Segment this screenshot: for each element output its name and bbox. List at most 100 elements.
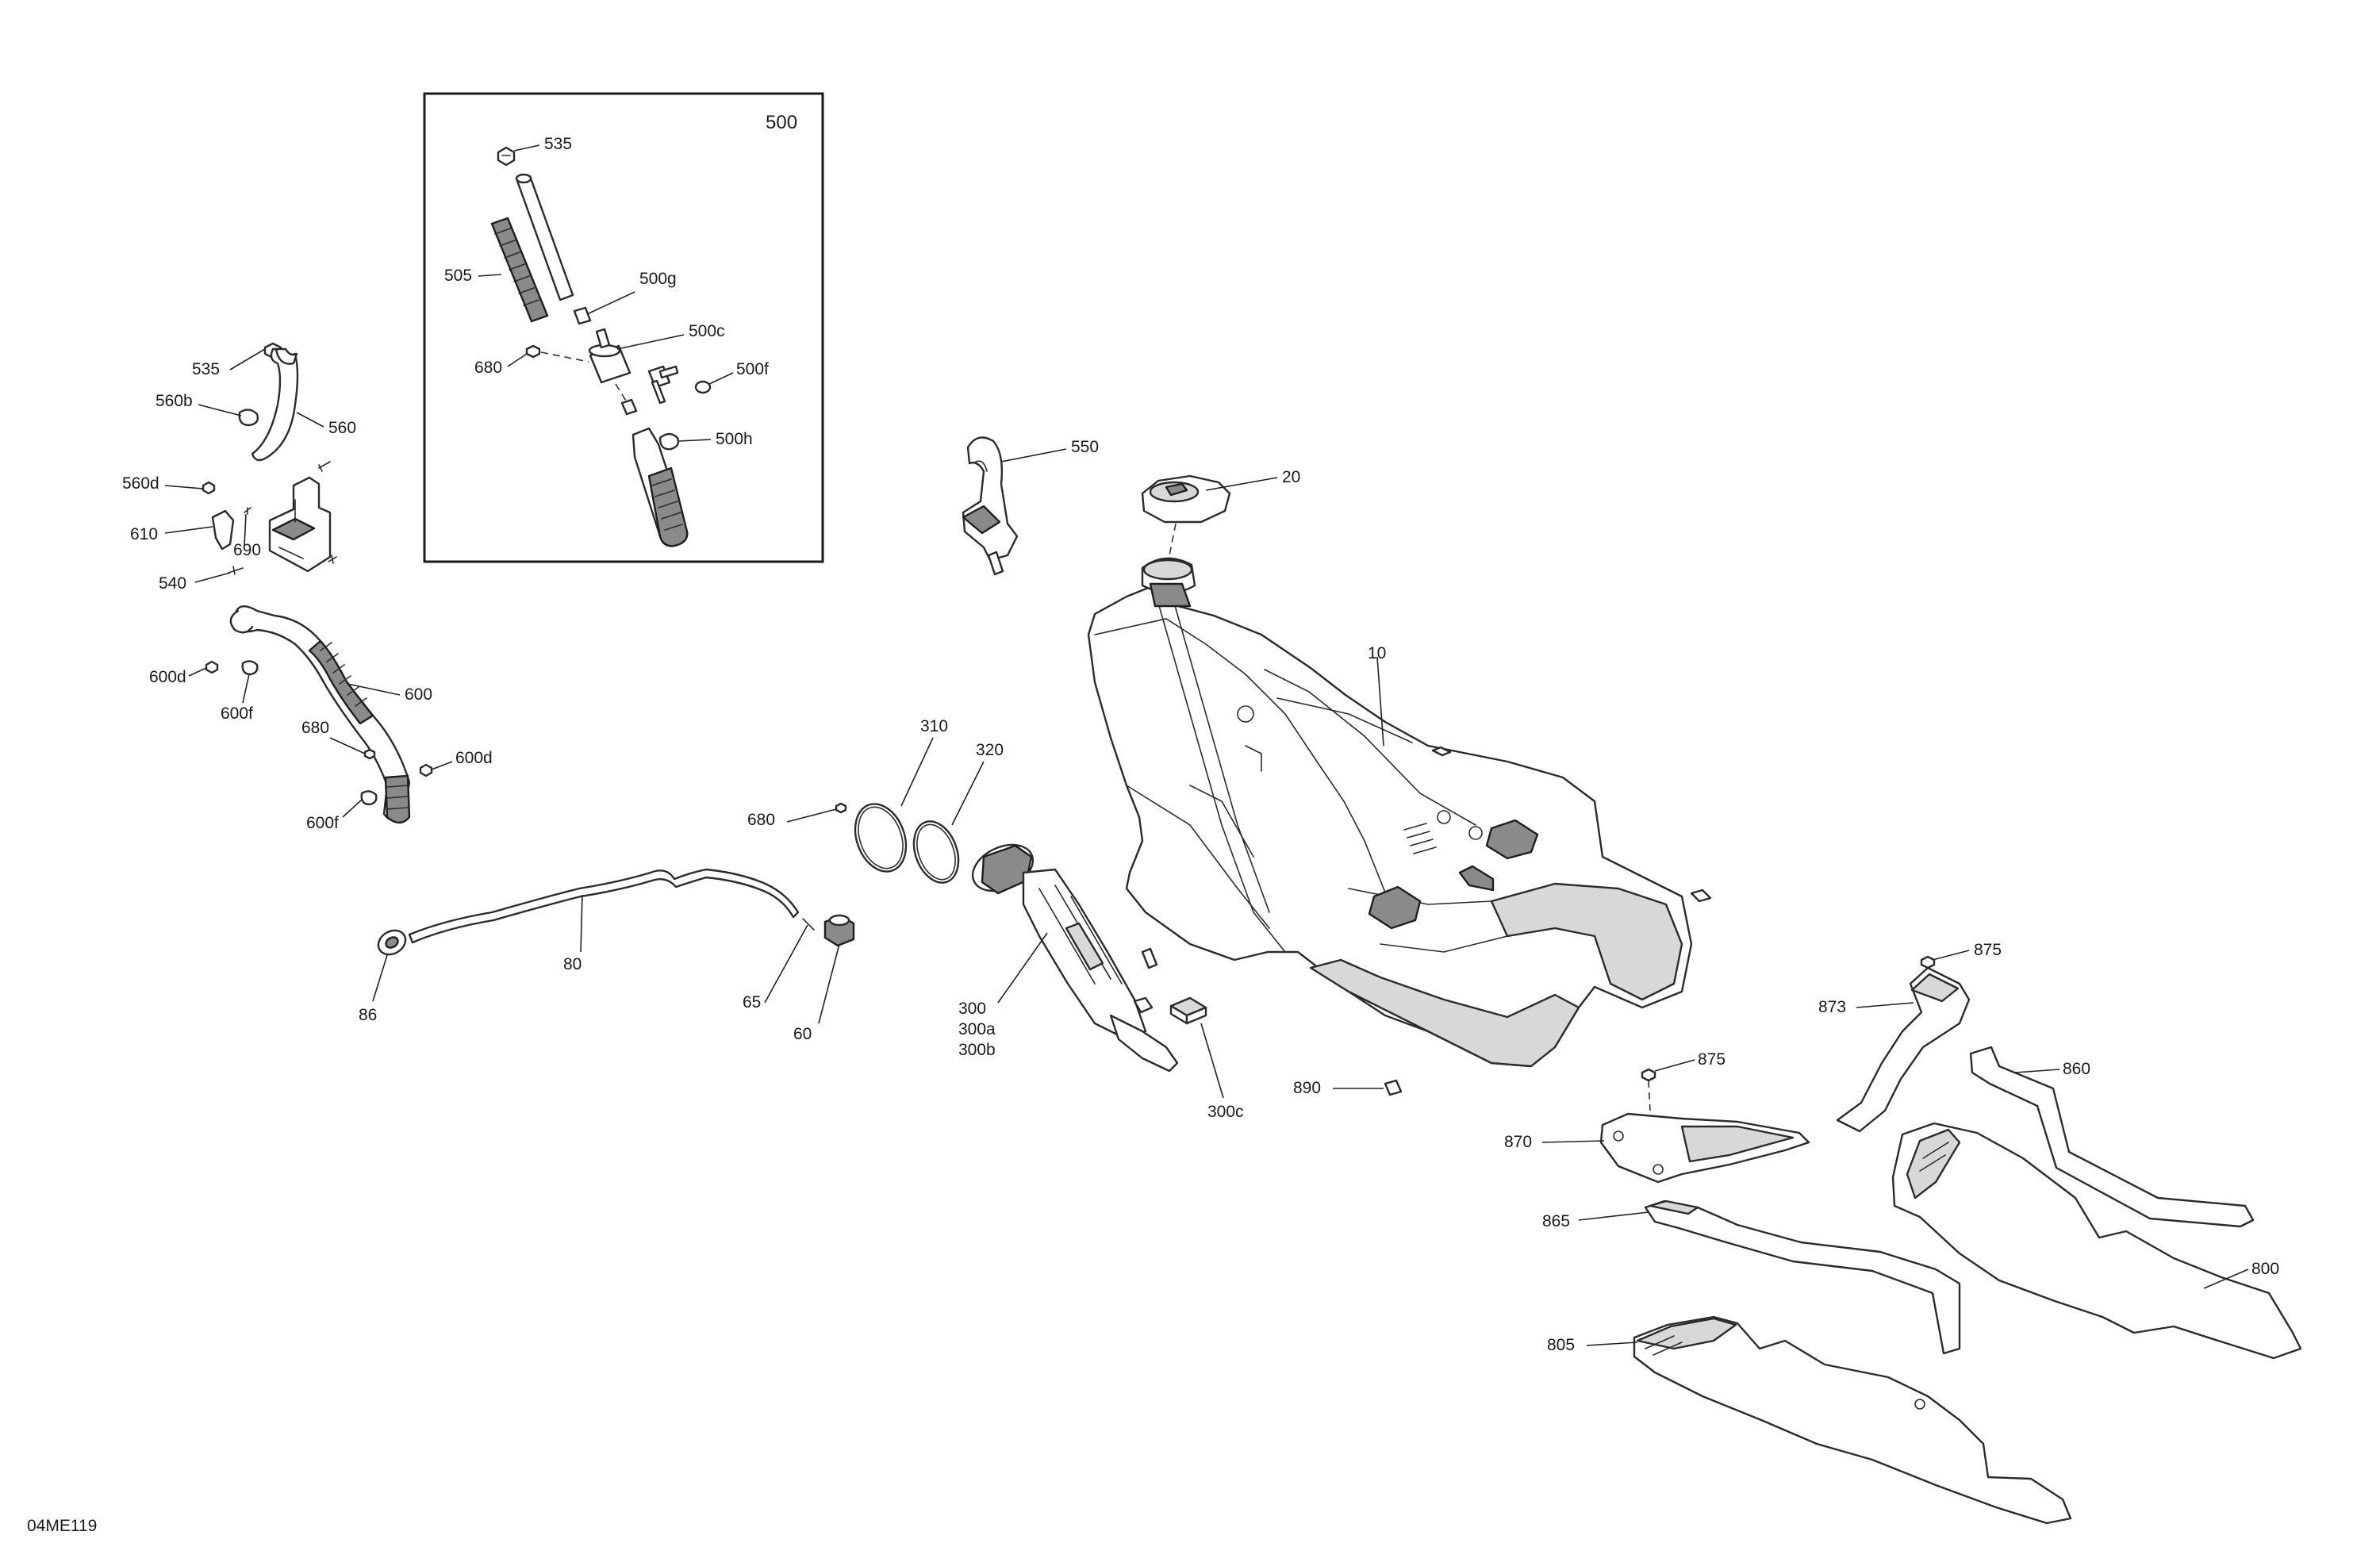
part-300c-sender-float: 300c [1169,996,1244,1121]
callout-505: 505 [444,267,472,285]
part-inset-tube [515,173,574,301]
callout-890: 890 [1293,1079,1321,1097]
callout-86: 86 [359,1006,377,1024]
leader-600f-a [242,674,250,704]
part-screw-right [328,555,337,564]
leader-320 [951,761,985,826]
callout-873: 873 [1818,998,1846,1016]
part-560b-clamp [238,409,259,427]
part-873-bracket: 873 [1818,966,1971,1133]
part-875-screw-upper: 875 [1920,941,2002,969]
part-680-inset-screw [525,344,589,363]
callout-65: 65 [743,993,761,1011]
part-690-screw [244,507,251,515]
callout-550: 550 [1071,438,1099,456]
part-300-fuel-pump-module: 300 300a 300b [958,843,1179,1073]
leader-540 [194,572,231,583]
callout-680-inset: 680 [474,359,502,377]
callout-610: 610 [130,525,158,543]
leader-535-inset [513,144,540,152]
part-screw-upper [318,461,331,472]
part-550-bracket: 550 [962,436,1099,576]
callout-80: 80 [563,955,582,973]
leader-20 [1205,477,1278,491]
callout-20: 20 [1282,468,1300,486]
callout-600f-a: 600f [221,704,253,723]
callout-560: 560 [328,419,356,437]
callout-805: 805 [1547,1336,1575,1354]
leader-10 [1376,656,1384,747]
part-805-skid-plate: 805 [1547,1315,2072,1525]
part-600-vent-hose [229,605,411,824]
leader-500g [586,291,635,315]
part-vent-canister [268,476,332,573]
leader-300 [997,932,1048,1004]
callout-875-b: 875 [1698,1050,1726,1069]
callout-560d: 560d [122,474,159,493]
leader-860 [2014,1069,2060,1073]
callout-865: 865 [1542,1212,1570,1230]
inset-assembly-line [615,383,629,405]
leader-865 [1578,1211,1649,1221]
callout-600: 600 [405,685,432,704]
part-500f-washer [694,380,712,394]
leader-500c [616,334,685,350]
part-86-grommet: 86 [359,929,407,1024]
vent-assembly: 535 560b 560 560d 610 690 540 600d 600f … [122,342,493,832]
part-600d-nut-right [419,763,433,777]
callout-500c: 500c [689,322,725,340]
callout-300c: 300c [1207,1103,1244,1121]
callout-540: 540 [159,574,186,593]
callout-600f-b: 600f [306,814,339,832]
leader-873 [1856,1002,1914,1008]
part-600f-clamp-lower [360,790,378,806]
leader-680-inset [507,353,528,367]
part-320-seal-ring: 320 [912,741,1004,884]
part-680-screw-pump: 680 [747,802,847,829]
part-500g-fitting [573,306,592,325]
part-680-screw-vent [363,748,376,760]
leader-560b [198,404,242,416]
callout-690: 690 [233,541,261,559]
callout-860: 860 [2063,1060,2090,1078]
callout-500h: 500h [716,430,753,448]
callout-300b: 300b [958,1041,996,1059]
leader-610 [164,526,213,534]
part-inset-corrugated-hose [631,427,689,547]
leader-870 [1541,1140,1605,1143]
callout-10: 10 [1368,644,1386,662]
part-80-fuel-line: 80 [408,868,800,973]
part-500c-filter [588,328,631,384]
part-540-screw [228,566,244,575]
leader-600d-b [431,761,453,770]
part-560d-nut [202,481,216,495]
leader-300c [1200,1023,1224,1099]
callout-560b: 560b [155,392,193,410]
leader-805 [1586,1341,1638,1346]
part-inset-tee [647,365,679,405]
callout-600d-b: 600d [455,749,493,767]
leader-600 [347,683,401,696]
callout-875-a: 875 [1974,941,2002,959]
leader-875-a [1932,950,1970,961]
leader-505 [478,274,502,277]
leader-680-a [329,737,366,754]
callout-500f: 500f [736,360,769,378]
leader-500h [678,439,712,442]
part-610-bracket [211,509,235,551]
leader-535 [229,348,266,370]
leader-310 [900,737,934,807]
leader-500f [708,372,734,385]
callout-60: 60 [793,1025,812,1043]
part-60-quick-connect: 60 [793,914,855,1043]
part-865-bracket: 865 [1542,1199,1961,1355]
inset-title: 500 [766,112,797,133]
callout-535: 535 [192,360,220,378]
leader-800 [2203,1269,2249,1289]
leader-875-b [1654,1059,1695,1072]
leader-550 [1000,448,1067,463]
part-20-fuel-cap: 20 [1141,468,1300,572]
leader-690 [244,513,247,547]
leader-86 [372,954,388,1002]
inset-assembly-500: 500 [423,92,824,563]
